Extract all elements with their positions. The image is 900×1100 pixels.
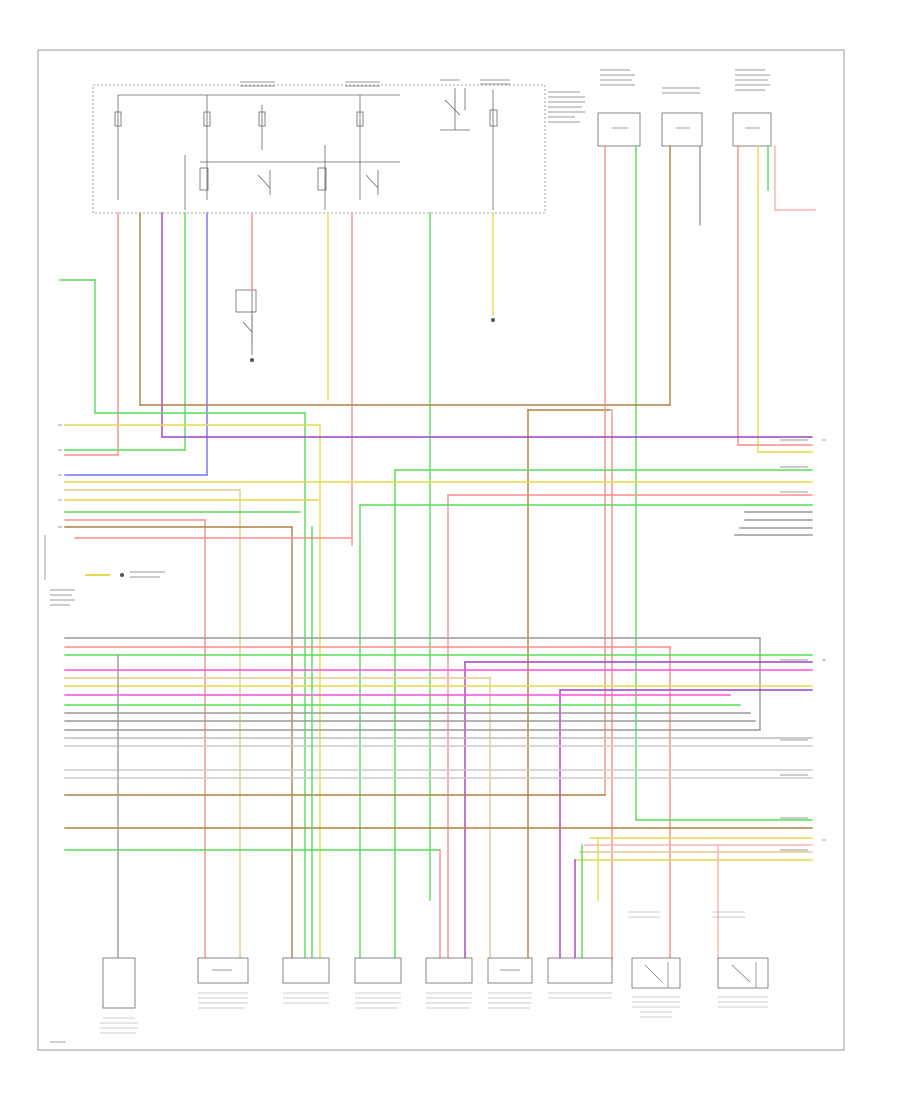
switch-contact-icon [731, 962, 757, 988]
wires-horizontal-lower [64, 637, 813, 961]
fuse-icon [203, 111, 211, 127]
connector-box-icon [597, 112, 641, 147]
relay-icon [199, 167, 209, 191]
connector-box-icon [717, 957, 769, 989]
connector-box-icon [282, 957, 330, 984]
right-labels [780, 439, 826, 851]
wires-horizontal-upper [64, 424, 813, 961]
connector-box-icon [102, 957, 136, 1009]
ground-points [250, 318, 495, 362]
diagram-frame [37, 49, 845, 1051]
wires-routing [59, 279, 671, 961]
fuse-group [114, 88, 498, 210]
fuse-icon [356, 111, 364, 127]
switch-contact-icon [242, 315, 253, 345]
connector-box-icon [354, 957, 402, 984]
connector-box-icon [631, 957, 681, 989]
ground-point-icon [491, 318, 495, 322]
bottom-components [50, 911, 769, 1043]
switch-contact-icon [644, 962, 669, 988]
connector-box-icon [732, 112, 772, 147]
connector-box-icon [547, 957, 613, 984]
ground-point-icon [120, 573, 124, 577]
switch-contact-icon [365, 170, 379, 195]
left-switch-component [235, 265, 257, 355]
switch-contact-icon [440, 88, 470, 131]
left-labels [44, 424, 165, 606]
wires-vertical-top [117, 145, 816, 901]
switch-contact-icon [257, 170, 271, 195]
fuse-icon [258, 111, 266, 127]
connector-box-icon [661, 112, 703, 147]
relay-icon [317, 167, 327, 191]
fuse-box-labels [240, 79, 585, 123]
ground-point-icon [250, 358, 254, 362]
top-connectors [597, 69, 772, 147]
fuse-relay-box [92, 84, 546, 214]
connector-box-icon [197, 957, 249, 984]
connector-box-icon [487, 957, 533, 984]
fuse-icon [489, 109, 498, 127]
connector-box-icon [425, 957, 473, 984]
fuse-icon [114, 111, 122, 127]
wires-bottom-stubs [117, 526, 441, 961]
